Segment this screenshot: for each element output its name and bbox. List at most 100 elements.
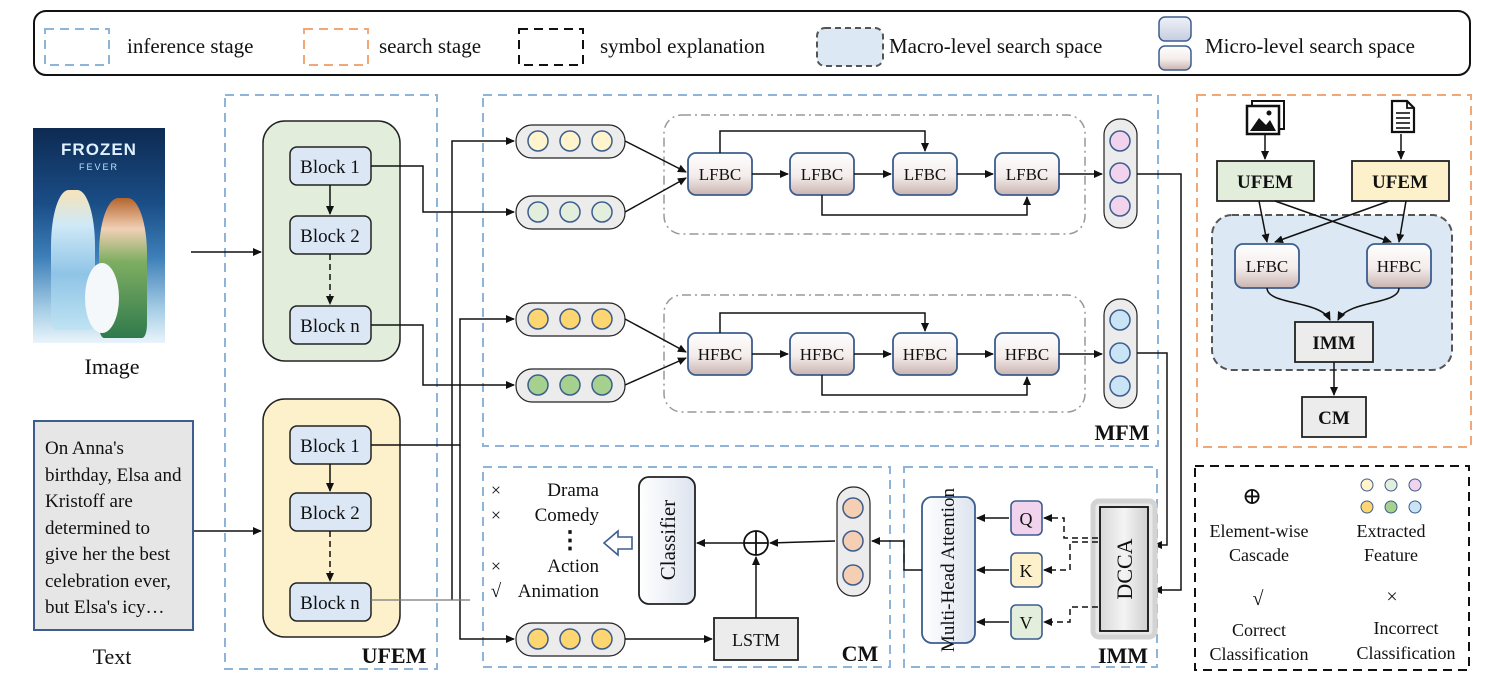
feature-dot bbox=[842, 564, 864, 586]
dcca-box bbox=[1099, 506, 1149, 632]
v-box bbox=[1010, 604, 1043, 640]
imm-arrows bbox=[871, 514, 1098, 626]
legend-symbol-label: symbol explanation bbox=[600, 34, 766, 58]
incorrect-label-line1: Incorrect bbox=[1374, 618, 1439, 638]
search-ufem-image-label: UFEM bbox=[1237, 172, 1293, 193]
txt-block-2-label: Block 2 bbox=[300, 503, 360, 524]
search-ufem-text-label: UFEM bbox=[1372, 172, 1428, 193]
feature-dot bbox=[527, 201, 549, 223]
text-label: Text bbox=[93, 644, 132, 669]
img-block-2-label: Block 2 bbox=[300, 226, 360, 247]
classifier-box bbox=[638, 476, 696, 605]
cascade-label-line1: Element-wise bbox=[1210, 521, 1309, 541]
legend-inference-label: inference stage bbox=[127, 34, 254, 58]
txt-block-n bbox=[289, 582, 372, 622]
genre-mark-4: √ bbox=[491, 581, 502, 602]
document-icon bbox=[1390, 99, 1416, 134]
correct-label-line1: Correct bbox=[1232, 620, 1286, 640]
image-icon bbox=[1245, 100, 1285, 136]
incorrect-label-line2: Classification bbox=[1357, 643, 1456, 663]
feature-dot bbox=[559, 130, 581, 152]
feature-dot bbox=[559, 201, 581, 223]
feature-dot bbox=[559, 374, 581, 396]
symbol-region bbox=[1194, 465, 1470, 671]
search-cm bbox=[1301, 396, 1367, 438]
search-arrows bbox=[1258, 134, 1407, 396]
feature-dot bbox=[591, 201, 613, 223]
legend-search-label: search stage bbox=[379, 34, 481, 58]
feature-dot bbox=[1109, 342, 1131, 364]
genre-name-4: Animation bbox=[518, 581, 600, 602]
q-label: Q bbox=[1020, 509, 1033, 529]
mfm-arrows bbox=[371, 130, 1182, 594]
legend-inference-swatch bbox=[44, 28, 110, 66]
lfbc-cell-1-label: LFBC bbox=[699, 165, 742, 184]
imm-label: IMM bbox=[1098, 643, 1148, 668]
feature-dot bbox=[559, 628, 581, 650]
img-block-n-label: Block n bbox=[300, 316, 360, 337]
cm-label: CM bbox=[842, 641, 879, 666]
genre-vdots: ⋮ bbox=[558, 528, 582, 554]
feature-dot bbox=[1109, 195, 1131, 217]
correct-label-line2: Classification bbox=[1210, 644, 1309, 664]
legend-micro-swatch-top bbox=[1158, 16, 1192, 42]
ufem-region bbox=[224, 94, 438, 670]
genre-mark-3: × bbox=[491, 556, 501, 576]
multihead-attention-label: Multi-Head Attention bbox=[938, 487, 959, 652]
feature-dot bbox=[527, 374, 549, 396]
output-hollow-arrow bbox=[602, 529, 633, 557]
check-symbol: √ bbox=[1253, 588, 1264, 610]
feature-label-line2: Feature bbox=[1364, 545, 1418, 565]
feature-dot bbox=[1109, 130, 1131, 152]
feature-dot bbox=[591, 374, 613, 396]
txt-block-1-label: Block 1 bbox=[300, 436, 360, 457]
txt-block-n-label: Block n bbox=[300, 593, 360, 614]
poster-subtitle: FEVER bbox=[78, 162, 119, 172]
search-imm-label: IMM bbox=[1312, 333, 1355, 354]
feature-dot bbox=[1360, 500, 1374, 514]
legend-macro-label: Macro-level search space bbox=[889, 34, 1102, 58]
feature-dot bbox=[1408, 478, 1422, 492]
feature-dot bbox=[842, 497, 864, 519]
legend-micro-label: Micro-level search space bbox=[1205, 34, 1415, 58]
lfbc-cell-3-label: LFBC bbox=[904, 165, 947, 184]
genre-name-1: Drama bbox=[547, 480, 599, 501]
poster-figure-olaf bbox=[85, 263, 119, 333]
legend-symbol-swatch bbox=[518, 28, 584, 66]
dcca-label: DCCA bbox=[1112, 538, 1137, 599]
mfm-label: MFM bbox=[1095, 420, 1150, 445]
hfbc-cell-2-label: HFBC bbox=[800, 345, 844, 364]
genre-mark-2: × bbox=[491, 505, 501, 525]
hfbc-cell-1-label: HFBC bbox=[698, 345, 742, 364]
text-input-box: On Anna's birthday, Elsa and Kristoff ar… bbox=[33, 420, 194, 631]
feature-dot bbox=[591, 628, 613, 650]
genre-name-3: Action bbox=[547, 556, 599, 577]
k-label: K bbox=[1020, 561, 1033, 581]
img-block-1-label: Block 1 bbox=[300, 157, 360, 178]
feature-dot bbox=[1109, 162, 1131, 184]
feature-dot bbox=[527, 308, 549, 330]
lfbc-cell-4-label: LFBC bbox=[1006, 165, 1049, 184]
image-label: Image bbox=[85, 354, 140, 379]
legend-micro-swatch-bottom bbox=[1158, 45, 1192, 71]
feature-dot bbox=[842, 530, 864, 552]
ufem-label: UFEM bbox=[362, 643, 427, 668]
feature-dot bbox=[1109, 375, 1131, 397]
feature-dot bbox=[559, 308, 581, 330]
mfm-region bbox=[482, 94, 1159, 447]
search-lfbc-label: LFBC bbox=[1246, 257, 1289, 276]
v-label: V bbox=[1020, 613, 1033, 633]
feature-dot bbox=[1408, 500, 1422, 514]
mfm-lfbc-space bbox=[663, 114, 1086, 235]
feature-dot bbox=[591, 130, 613, 152]
cross-symbol: × bbox=[1386, 586, 1397, 608]
hfbc-cell-4-label: HFBC bbox=[1005, 345, 1049, 364]
search-region bbox=[1196, 94, 1472, 448]
cascade-label-line2: Cascade bbox=[1229, 545, 1289, 565]
genre-mark-1: × bbox=[491, 480, 501, 500]
feature-label-line1: Extracted bbox=[1357, 521, 1426, 541]
search-cm-label: CM bbox=[1318, 408, 1350, 429]
search-ufem-text bbox=[1351, 160, 1450, 202]
